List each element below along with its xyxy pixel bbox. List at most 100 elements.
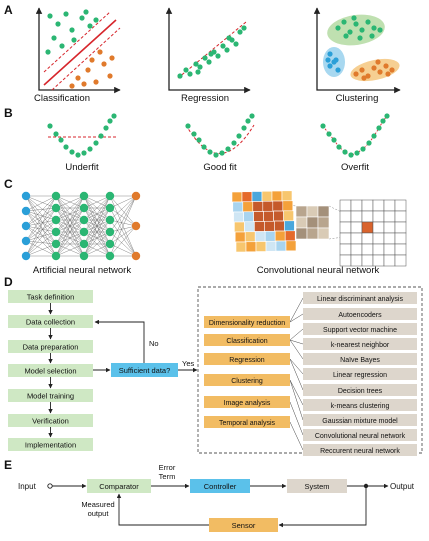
ml-algorithm <box>303 399 417 411</box>
nn-edge <box>25 240 57 257</box>
class-a-point <box>83 9 89 15</box>
clustering-label: Clustering <box>336 93 379 104</box>
nn-connections <box>25 195 137 257</box>
nn-node <box>51 191 61 201</box>
fit-point <box>103 125 109 131</box>
regression-label: Regression <box>181 93 229 104</box>
nn-edge <box>109 195 137 245</box>
cnn-cell <box>234 221 245 233</box>
cnn-output-cell <box>383 221 396 234</box>
regression-point <box>193 61 199 67</box>
cnn-output-cell <box>383 243 396 256</box>
cnn-cell <box>255 241 267 252</box>
ml-algorithm <box>303 338 417 350</box>
cnn-cell <box>274 220 285 232</box>
nn-edge <box>55 195 85 221</box>
nn-edge <box>25 210 57 221</box>
ml-task-label: Dimensionality reduction <box>209 320 285 327</box>
workflow-step <box>8 315 93 328</box>
class-a-point <box>79 15 85 21</box>
fit-point <box>93 140 99 146</box>
fit-point <box>196 137 202 143</box>
panel-d-letter: D <box>4 275 13 289</box>
nn-edge <box>55 195 85 209</box>
cnn-output-cell <box>383 199 396 212</box>
ml-algorithm <box>303 429 417 441</box>
underfit-plot <box>47 113 117 158</box>
nn-edge <box>83 207 111 257</box>
regression-point <box>206 59 212 65</box>
ml-task <box>204 353 290 365</box>
clustering-axes <box>313 7 401 94</box>
cluster-orange-point <box>377 69 383 75</box>
cluster-green-point <box>347 29 353 35</box>
cnn-output-cell <box>372 199 385 212</box>
overfit-points <box>320 113 390 158</box>
class-b-point <box>69 83 75 89</box>
fit-point <box>360 146 366 152</box>
nn-edge <box>83 195 111 233</box>
nn-edge <box>109 195 137 257</box>
yes-label: Yes <box>182 359 194 368</box>
ml-task <box>204 396 290 408</box>
sufficient-data-box <box>111 363 178 377</box>
good-fit-label: Good fit <box>203 162 237 173</box>
good-fit-points <box>185 113 255 158</box>
artificial-neural-network <box>21 191 141 261</box>
cnn-cell <box>234 231 246 243</box>
panel-c-letter: C <box>4 177 13 191</box>
cnn-output-cell <box>339 232 352 245</box>
output-label: Output <box>390 482 415 491</box>
nn-edge <box>25 207 57 242</box>
cnn-cell <box>263 210 274 222</box>
ann-label: Artificial neural network <box>33 265 131 276</box>
cluster-green-point <box>365 19 371 25</box>
cnn-output-cell <box>361 243 374 256</box>
cnn-output-cell <box>361 199 374 212</box>
fit-point <box>107 118 113 124</box>
fit-point <box>75 152 81 158</box>
cnn-output-cell <box>350 210 363 223</box>
nn-edge <box>25 210 57 245</box>
class-a-point <box>63 11 69 17</box>
system-box <box>287 479 347 493</box>
ml-tasks: Dimensionality reductionClassificationRe… <box>204 316 290 428</box>
nn-edge <box>25 207 57 257</box>
nn-edge <box>109 225 137 245</box>
nn-node <box>105 203 115 213</box>
workflow-step <box>8 389 93 402</box>
cnn-cell <box>317 227 330 240</box>
regression-point <box>233 41 239 47</box>
cnn-output-cell <box>372 243 385 256</box>
classification-points <box>45 9 115 89</box>
regression-point <box>183 67 189 73</box>
fit-point <box>201 144 207 150</box>
nn-node <box>79 203 89 213</box>
panel-e-letter: E <box>4 458 12 472</box>
cnn-cell <box>306 227 319 240</box>
cnn-cell <box>262 200 274 212</box>
comparator-label: Comparator <box>99 482 139 491</box>
nn-edge <box>25 195 57 242</box>
workflow-step-label: Verification <box>32 417 69 426</box>
nn-edge <box>83 243 111 257</box>
measured-output-line2: output <box>88 509 110 518</box>
regression-plot <box>165 7 251 94</box>
cnn-label: Convolutional neural network <box>257 265 380 276</box>
cnn-output-cell <box>361 221 374 234</box>
error-term-line1: Error <box>159 463 176 472</box>
cnn-output-cell <box>350 232 363 245</box>
cnn-cell <box>254 221 265 232</box>
overfit-plot <box>320 113 390 158</box>
class-b-point <box>101 61 107 67</box>
ml-algorithm-label: Naïve Bayes <box>340 357 380 364</box>
cluster-blue-point <box>335 67 341 73</box>
nn-edge <box>83 195 111 221</box>
ml-algorithm <box>303 323 417 335</box>
nn-edge <box>109 207 137 227</box>
class-b-point <box>85 67 91 73</box>
margin-line-upper <box>43 11 111 73</box>
cluster-green-point <box>371 25 377 31</box>
panel-b-letter: B <box>4 106 13 120</box>
nn-edge <box>25 231 57 242</box>
